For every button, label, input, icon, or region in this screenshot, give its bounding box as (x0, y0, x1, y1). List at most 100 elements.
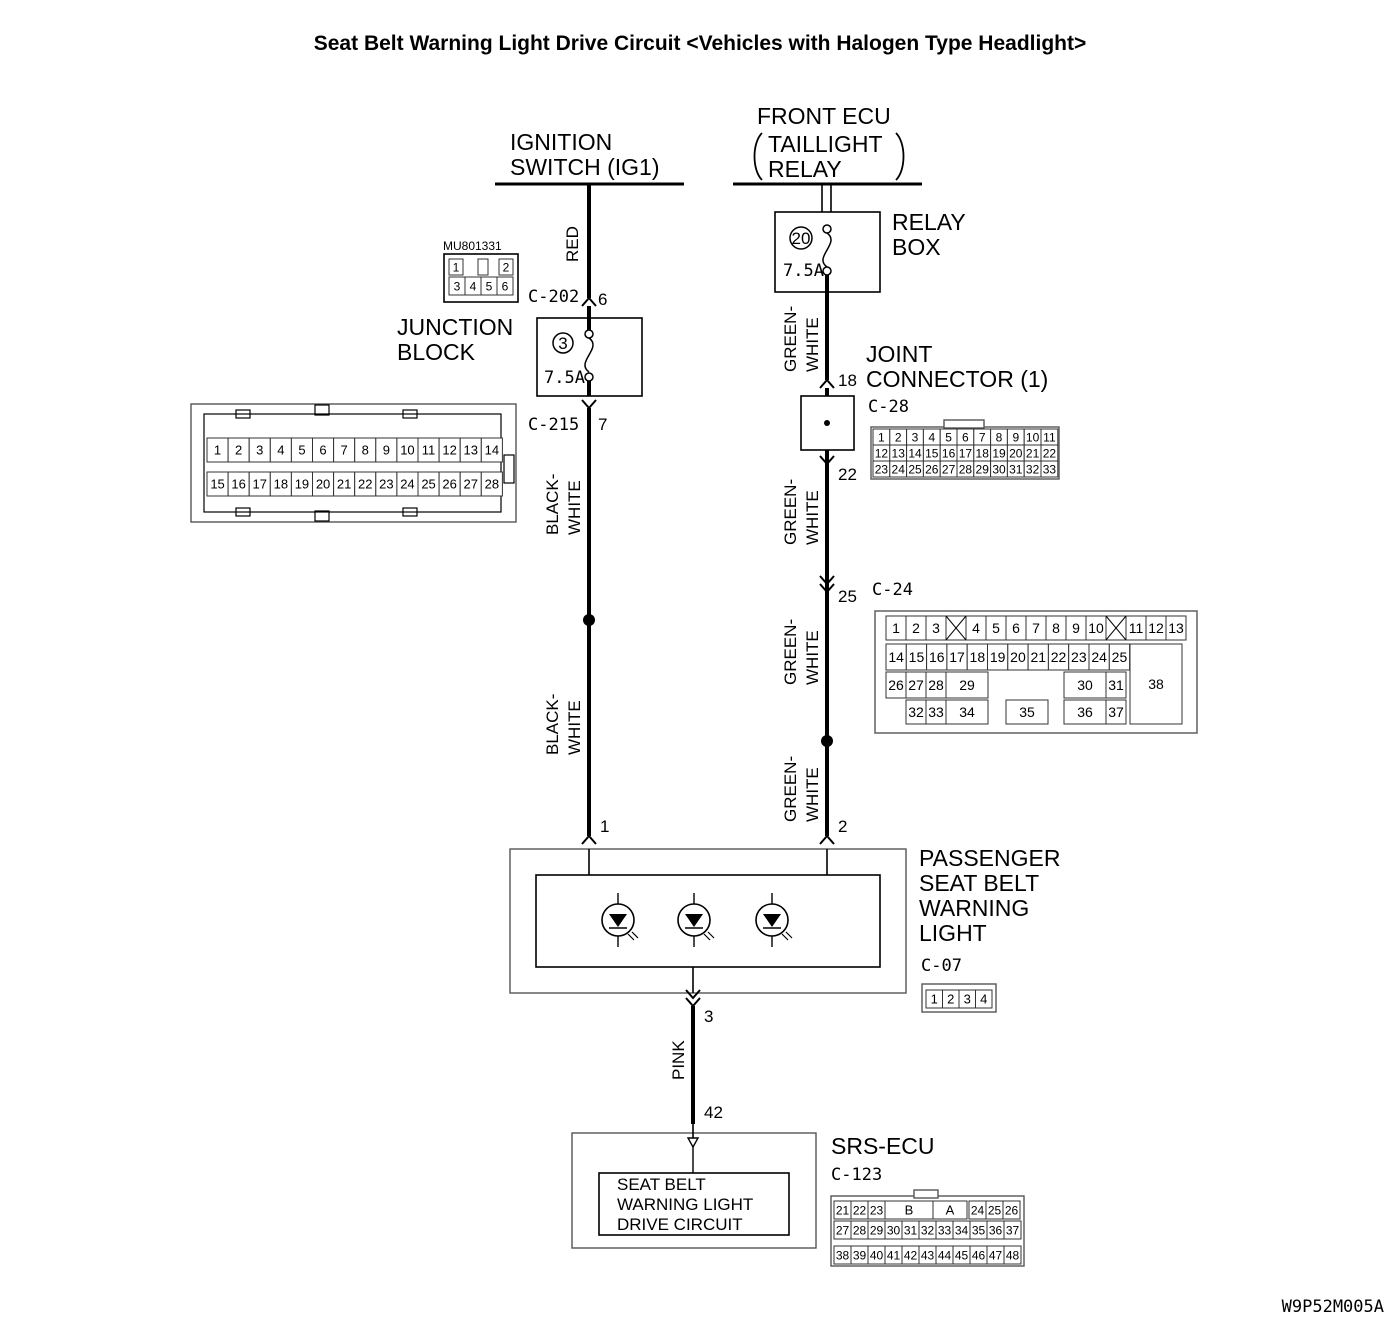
c28-pin-label: 28 (959, 462, 973, 476)
c24-cell (945, 671, 989, 699)
c215-pin-label: 23 (379, 477, 393, 492)
c24-pin-label: 4 (972, 620, 980, 636)
c123-label: C-123 (831, 1165, 882, 1185)
wire-color-bw1-1: BLACK- (543, 474, 562, 535)
c215-pin-label: 26 (442, 477, 456, 492)
wire-color-gw2-2: WHITE (803, 490, 822, 545)
c215-pin-label: 1 (214, 443, 221, 458)
wire-color-red: RED (563, 226, 582, 262)
c202-label: C-202 (528, 287, 579, 307)
c28-pin-label: 19 (992, 446, 1006, 460)
mu-pin-label: 4 (470, 279, 477, 293)
wire-color-bw1-2: WHITE (565, 480, 584, 535)
warning-light-label-4: LIGHT (919, 920, 987, 946)
mu-pin-label: 6 (502, 279, 509, 293)
mu-pin-label: 5 (486, 279, 493, 293)
c123-pin-label: B (905, 1203, 914, 1218)
front-ecu-label: FRONT ECU (757, 103, 891, 129)
light-pin-3: 3 (704, 1007, 713, 1026)
led-icon-1 (601, 893, 639, 947)
c28-pin-label: 2 (895, 430, 902, 444)
c24-pin-label: 21 (1030, 649, 1046, 665)
c24-pin-label: 12 (1148, 620, 1164, 636)
mu-pin-label: 1 (453, 260, 460, 274)
c28-pin-label: 22 (1043, 446, 1057, 460)
c215-pin-label: 12 (442, 443, 456, 458)
c24-pin-label: 2 (912, 620, 920, 636)
c215-arrow (581, 399, 597, 410)
c28-pin-label: 18 (976, 446, 990, 460)
wire-color-bw2-2: WHITE (565, 700, 584, 755)
c215-pin-label: 5 (298, 443, 305, 458)
c123-pin-label: 39 (853, 1248, 867, 1262)
c28-pin-label: 32 (1026, 462, 1040, 476)
c123-pin-label: 27 (836, 1223, 850, 1237)
c28-pin-label: 17 (959, 446, 973, 460)
c28-pin-label: 10 (1026, 430, 1040, 444)
mu-cell (477, 258, 489, 276)
joint-connector-node (824, 420, 830, 426)
c215-pin-label: 20 (316, 477, 330, 492)
c215-latch-5 (314, 510, 330, 522)
c215-pin-label: 6 (319, 443, 326, 458)
c123-key (913, 1189, 939, 1199)
c24-pin-label: 7 (1032, 620, 1040, 636)
c123-pin-label: 35 (972, 1223, 986, 1237)
jb-fuse-icon (584, 337, 594, 373)
c24-cell (945, 699, 989, 725)
c24-arrow-bottom (819, 583, 835, 594)
c215-latch-1 (235, 409, 251, 419)
light-pin2-arrow (819, 834, 835, 845)
c123-pin-label: 31 (904, 1223, 918, 1237)
c123-pin-label: 34 (955, 1223, 969, 1237)
c215-pin-label: 18 (274, 477, 288, 492)
front-ecu-label-2: TAILLIGHT (768, 131, 883, 157)
c24-pin-label: 35 (1019, 704, 1035, 720)
c28-pin-label: 25 (908, 462, 922, 476)
c215-inner (203, 413, 502, 513)
footer-code: W9P52M005A (1282, 1297, 1384, 1317)
relay-fuse-terminal-top (822, 224, 832, 234)
c28-out-arrow (819, 455, 835, 466)
c215-pin-label: 24 (400, 477, 414, 492)
c24-pin-label: 27 (908, 677, 924, 693)
jb-fuse-number: 3 (558, 334, 567, 353)
mu-cell (496, 276, 514, 296)
c24-pin-label: 20 (1010, 649, 1026, 665)
c24-pin-label: 29 (959, 677, 975, 693)
c28-cell (1040, 460, 1059, 478)
c123-pin-label: 48 (1006, 1248, 1020, 1262)
warning-light-label-3: WARNING (919, 895, 1029, 921)
wire-color-gw2-1: GREEN- (781, 479, 800, 545)
c202-pin: 6 (598, 290, 607, 309)
c215-pin-label: 4 (277, 443, 284, 458)
c215-pin-label: 16 (231, 477, 245, 492)
warning-light-label-1: PASSENGER (919, 845, 1060, 871)
c24-label: C-24 (872, 580, 913, 600)
relay-fuse-number-circle (789, 226, 813, 250)
c215-pin-label: 28 (485, 477, 499, 492)
c24-arrow-top (819, 575, 835, 586)
c28-label: C-28 (868, 397, 909, 417)
c215-pin-label: 2 (235, 443, 242, 458)
c28-pin-label: 30 (992, 462, 1006, 476)
c215-latch-6 (402, 507, 418, 517)
c24-blank-mark (945, 615, 967, 641)
c28-pin-label: 31 (1009, 462, 1023, 476)
wire-color-gw4-2: WHITE (803, 767, 822, 822)
c24-pin-label: 37 (1108, 704, 1124, 720)
c28-pin-label: 7 (979, 430, 986, 444)
c123-pin-label: 45 (955, 1248, 969, 1262)
c215-pin-label: 10 (400, 443, 414, 458)
ignition-switch-label-2: SWITCH (IG1) (510, 154, 660, 180)
jb-fuse-rating: 7.5A (544, 368, 585, 388)
c07-pin-label: 4 (980, 992, 987, 1007)
led-icon-3 (755, 893, 793, 947)
splice-point-right (821, 735, 833, 747)
c123-pin-label: 37 (1006, 1223, 1020, 1237)
c123-pin-label: 36 (989, 1223, 1003, 1237)
c28-pin-label: 26 (925, 462, 939, 476)
c28-pin-label: 14 (908, 446, 922, 460)
